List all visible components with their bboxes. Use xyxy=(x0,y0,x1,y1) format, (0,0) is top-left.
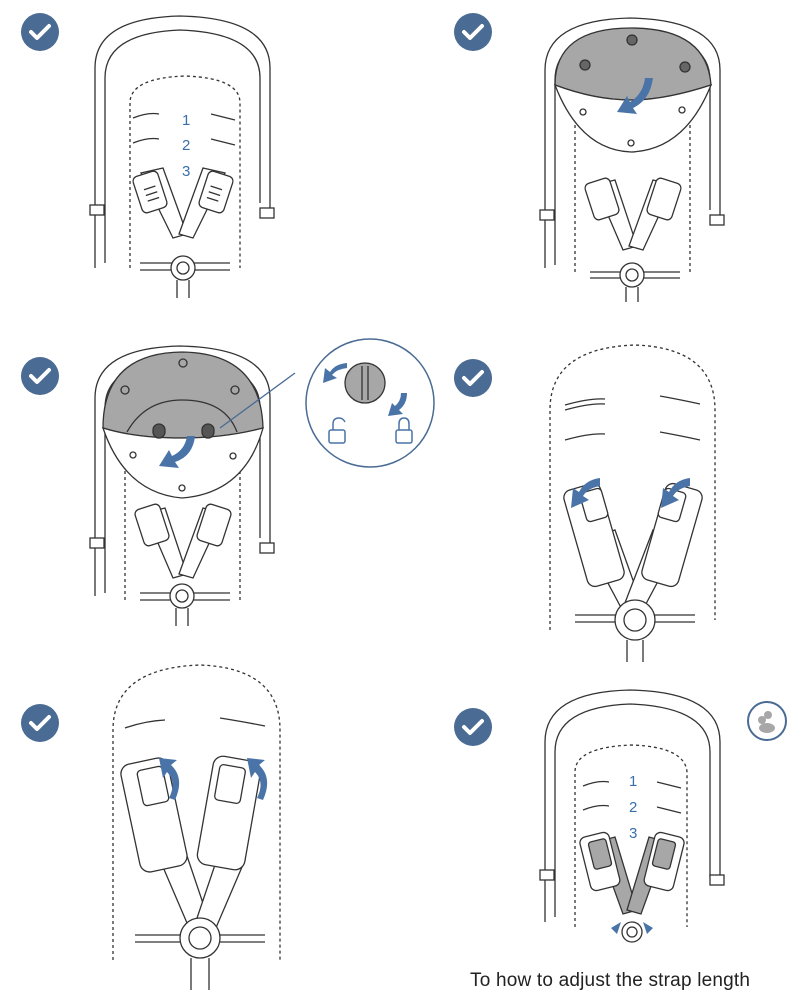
step-3-seat-illustration xyxy=(85,338,455,628)
slot-number-1: 1 xyxy=(182,112,190,129)
step-3-check-icon xyxy=(20,356,60,396)
step-6-seat-illustration: 1 2 3 xyxy=(535,682,735,944)
slot-number-2: 2 xyxy=(629,799,637,816)
knob-detail-callout xyxy=(306,339,434,467)
slot-number-1: 1 xyxy=(629,773,637,790)
step-4-check-icon xyxy=(453,358,493,398)
step-4-harness-illustration xyxy=(545,340,725,662)
step-5-harness-illustration xyxy=(105,660,295,990)
step-2-check-icon xyxy=(453,12,493,52)
step-6-check-icon xyxy=(453,707,493,747)
step-5-check-icon xyxy=(20,703,60,743)
strap-length-caption[interactable]: To how to adjust the strap length xyxy=(470,970,750,992)
child-silhouette-icon xyxy=(746,700,788,742)
step-1-check-icon xyxy=(20,12,60,52)
slot-number-3: 3 xyxy=(182,163,190,180)
slot-number-2: 2 xyxy=(182,137,190,154)
step-2-seat-illustration xyxy=(535,10,735,305)
slot-number-3: 3 xyxy=(629,825,637,842)
step-1-seat-illustration: 1 2 3 xyxy=(85,8,285,298)
